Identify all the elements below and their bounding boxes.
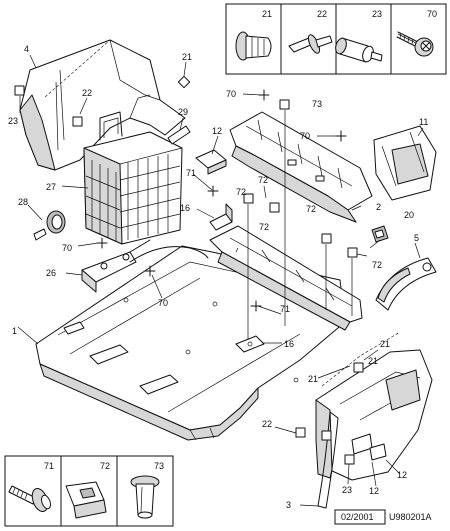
roller-wheel	[33, 210, 66, 241]
hinge-bracket	[81, 239, 151, 293]
callout-23: 23	[342, 485, 352, 495]
right-side-trim-panel	[315, 331, 433, 509]
legend-label-70: 70	[427, 9, 437, 19]
floor-panel	[35, 245, 346, 441]
legend-label-72: 72	[100, 461, 110, 471]
callout-5: 5	[414, 233, 419, 243]
callout-29: 29	[178, 107, 188, 117]
callout-16: 16	[180, 203, 190, 213]
callout-70: 70	[226, 89, 236, 99]
callout-1: 1	[12, 326, 17, 336]
callout-11: 11	[419, 117, 428, 127]
push-clip-icon	[235, 31, 272, 61]
clip-square	[72, 116, 83, 127]
callout-27: 27	[46, 182, 56, 192]
clip-nut-icon	[65, 481, 107, 519]
bracket-16-floor	[235, 335, 265, 353]
callout-12: 12	[369, 486, 379, 496]
callout-21: 21	[308, 374, 318, 384]
callout-72: 72	[236, 187, 246, 197]
callout-12: 12	[212, 126, 222, 136]
callout-21: 21	[380, 339, 390, 349]
bracket-12-top	[195, 149, 227, 175]
storage-crate	[83, 111, 183, 245]
fastener-legend-top: 21 22 23 70	[225, 3, 447, 75]
clip-square	[14, 85, 25, 96]
callout-71: 71	[280, 304, 290, 314]
callout-72: 72	[306, 204, 316, 214]
callout-21: 21	[182, 52, 192, 62]
callout-71: 71	[186, 168, 196, 178]
callout-72: 72	[372, 260, 382, 270]
callout-70: 70	[158, 298, 168, 308]
callout-20: 20	[404, 210, 414, 220]
callout-72: 72	[259, 222, 269, 232]
legend-label-22: 22	[317, 9, 327, 19]
callout-4: 4	[24, 44, 29, 54]
left-side-trim-panel	[14, 39, 191, 171]
wheel-arch-trim	[375, 257, 437, 311]
cylinder-plug-icon	[335, 37, 383, 63]
callout-70: 70	[300, 131, 310, 141]
rear-crossmember-trim	[229, 111, 373, 223]
callout-labels: 4 21 22 23 29 70 73 70 12 11 71 27 72 72…	[8, 44, 428, 510]
callout-28: 28	[18, 197, 28, 207]
callout-70: 70	[62, 243, 72, 253]
figure-code: U980201A	[389, 512, 432, 522]
rivet-icon	[130, 475, 160, 519]
callout-21: 21	[368, 356, 378, 366]
date-reference: 02/2001	[341, 512, 374, 522]
callout-73: 73	[312, 99, 322, 109]
cable	[129, 246, 209, 263]
bracket-16-top	[209, 203, 233, 231]
small-clip-plate	[371, 225, 389, 243]
callout-22: 22	[262, 419, 272, 429]
callout-3: 3	[286, 500, 291, 510]
screw-icon	[396, 31, 434, 57]
callout-22: 22	[82, 88, 92, 98]
callout-23: 23	[8, 116, 18, 126]
callout-72: 72	[258, 175, 268, 185]
callout-2: 2	[376, 202, 381, 212]
leader-lines	[17, 54, 424, 507]
legend-label-23: 23	[372, 9, 382, 19]
callout-12: 12	[397, 470, 407, 480]
insulation-pad	[373, 125, 437, 201]
legend-label-21: 21	[262, 9, 272, 19]
date-ref-box	[334, 509, 386, 525]
fastener-legend-bottom: 71 72 73	[4, 455, 174, 527]
callout-16: 16	[284, 339, 294, 349]
callout-26: 26	[46, 268, 56, 278]
legend-label-73: 73	[154, 461, 164, 471]
legend-label-71: 71	[44, 461, 54, 471]
bolt-icon	[8, 485, 51, 513]
expansion-rivet-icon	[288, 34, 333, 54]
